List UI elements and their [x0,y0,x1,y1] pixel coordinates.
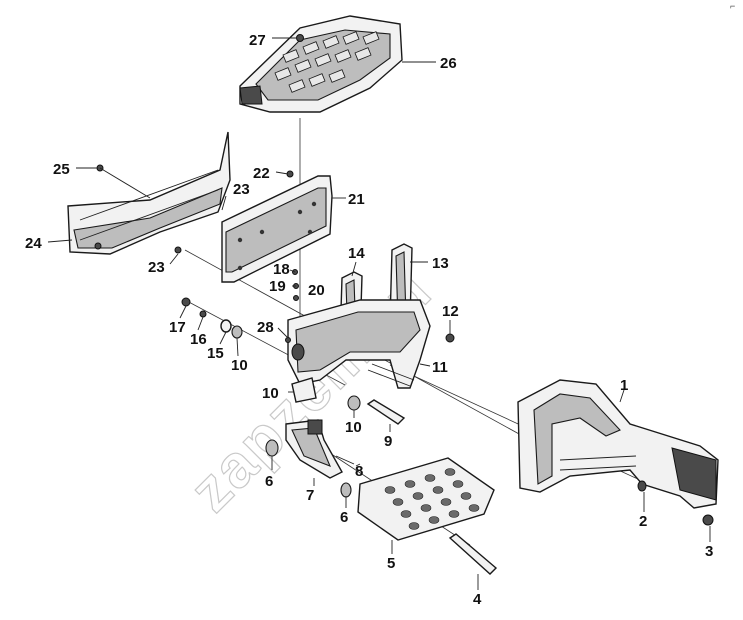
part-side-guard [67,131,231,255]
part-frame-1 [517,379,719,509]
part-nut-18 [181,297,191,307]
callout-21: 20 [308,282,325,299]
callout-23-top: 22 [253,165,270,182]
part-screw-27 [296,34,304,42]
callout-17: 16 [190,331,207,348]
part-pin-8 [335,455,355,465]
part-bushing-10-upper [231,325,243,339]
part-bushing-6-left [265,439,279,457]
part-washer-16 [220,319,232,333]
callout-4: 4 [473,591,482,608]
corner-mark: ⌐ [730,1,735,11]
part-screw-28 [285,337,291,343]
part-pin-9 [366,399,406,425]
callout-8: 8 [355,463,363,480]
callout-24: 24 [25,235,42,252]
part-step-plate-5 [357,457,495,541]
part-nut-13 [445,333,455,343]
callout-12: 11 [432,359,448,376]
callout-14: 13 [432,255,449,272]
part-nut-3 [702,514,714,526]
callout-25: 25 [53,161,70,178]
callout-23-middle: 23 [233,181,250,198]
callout-3: 3 [705,543,713,560]
callout-10-lower: 10 [345,419,362,436]
part-bolt-19-21 [292,269,299,301]
callout-7: 7 [306,487,314,504]
callout-22: 21 [348,191,365,208]
callout-5: 5 [387,555,395,572]
callout-labels: 27 26 25 22 23 21 24 23 14 13 18 19 20 1… [25,32,713,608]
leader-lines [47,37,711,590]
part-clip-11 [291,377,317,403]
part-footrest-mat [239,15,403,113]
part-hinge-arm-7 [285,419,343,479]
callout-9: 9 [384,433,392,450]
part-hinge-bracket [287,299,431,389]
callout-11: 10 [262,385,279,402]
part-washer-17 [199,310,207,318]
callout-13: 12 [442,303,459,320]
callout-15: 14 [348,245,365,262]
callout-10-upper: 10 [231,357,248,374]
callout-2: 2 [639,513,647,530]
callout-18: 17 [169,319,186,336]
callout-28: 28 [257,319,274,336]
part-bolt-2 [637,480,647,492]
part-screw-25 [96,164,151,199]
part-mounting-plate [221,175,333,283]
callout-26: 26 [440,55,457,72]
callout-6-right: 6 [340,509,348,526]
callout-27: 27 [249,32,266,49]
callout-20: 19 [269,278,286,295]
callout-1: 1 [620,377,628,394]
part-bushing-6-right [340,482,352,498]
part-bushing-10-lower [347,395,361,411]
callout-23-left: 23 [148,259,165,276]
callout-16: 15 [207,345,224,362]
callout-19: 18 [273,261,290,278]
part-bolt-23-left [174,246,182,254]
part-long-pin-4 [448,533,498,575]
callout-6-left: 6 [265,473,273,490]
